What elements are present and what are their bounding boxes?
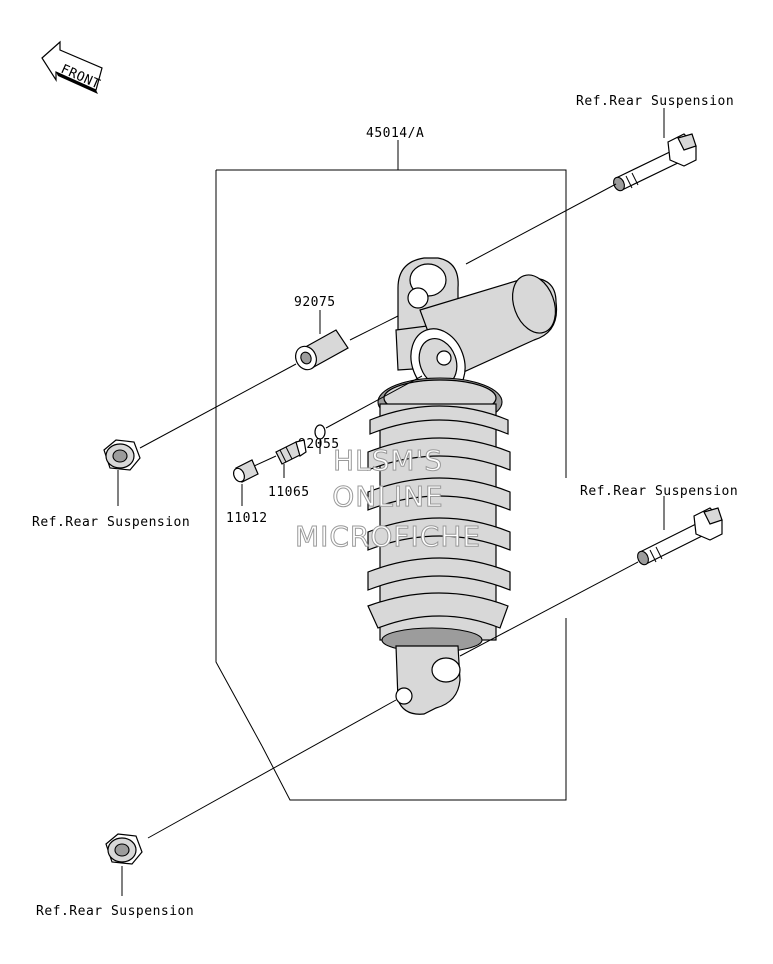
top-bolt	[613, 133, 697, 192]
watermark-line-1: HLSM'S	[333, 444, 443, 477]
cap-11012	[232, 459, 259, 483]
watermark-line-2: ONLINE	[332, 480, 443, 513]
assembly-part-number: 45014/A	[366, 126, 424, 141]
part-label-92075: 92075	[294, 295, 336, 310]
bottom-bolt	[637, 507, 723, 566]
part-label-11065: 11065	[268, 485, 310, 500]
part-label-92055: 92055	[298, 437, 340, 452]
nut-left-upper	[103, 439, 141, 471]
assembly-bracket	[215, 140, 567, 801]
oring-92055	[314, 424, 326, 440]
ref-top-right: Ref.Rear Suspension	[576, 94, 734, 109]
shock-lower-eye	[395, 645, 461, 715]
ref-bottom-left: Ref.Rear Suspension	[36, 904, 194, 919]
front-arrow-icon: FRONT	[41, 40, 103, 94]
part-label-11012: 11012	[226, 511, 268, 526]
bushing-92075	[295, 329, 349, 371]
ref-mid-left: Ref.Rear Suspension	[32, 515, 190, 530]
ref-mid-right: Ref.Rear Suspension	[580, 484, 738, 499]
watermark: HLSM'S ONLINE MICROFICHE	[294, 444, 481, 554]
valve-11065	[275, 439, 307, 465]
watermark-line-3: MICROFICHE	[295, 520, 481, 553]
nut-left-lower	[105, 833, 143, 865]
